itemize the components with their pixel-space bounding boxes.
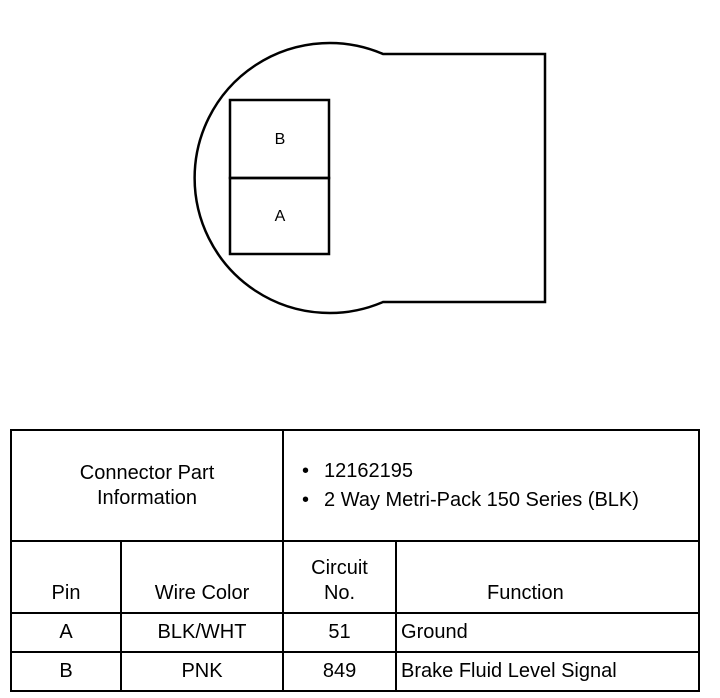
row-a-circuit: 51: [282, 612, 398, 653]
row-b-wire-color: PNK: [119, 651, 285, 692]
column-header-row: Pin Wire Color Circuit No. Function: [10, 540, 701, 614]
row-a-function: Ground: [395, 612, 701, 653]
part-info-label-line2: Information: [96, 486, 198, 509]
pin-label-a: A: [275, 208, 286, 225]
part-info-values: 12162195 2 Way Metri-Pack 150 Series (BL…: [282, 429, 701, 542]
header-pin: Pin: [10, 540, 122, 614]
header-circuit-line2: No.: [323, 582, 356, 604]
header-function: Function: [395, 540, 701, 614]
header-circuit-line1: Circuit: [311, 557, 368, 579]
part-info-row: Connector Part Information 12162195 2 Wa…: [9, 429, 701, 542]
row-b-function: Brake Fluid Level Signal: [395, 651, 701, 692]
row-a-wire-color: BLK/WHT: [119, 612, 285, 653]
part-number: 12162195: [302, 459, 688, 484]
row-b-circuit: 849: [282, 651, 398, 692]
pin-label-b: B: [275, 131, 286, 148]
table-row: A BLK/WHT 51 Ground: [10, 612, 701, 653]
header-circuit-no: Circuit No.: [282, 540, 398, 614]
table-row: B PNK 849 Brake Fluid Level Signal: [10, 651, 701, 692]
pin-cavity-a: [228, 176, 331, 256]
header-wire-color: Wire Color: [119, 540, 285, 614]
connector-body-outline: [193, 41, 547, 315]
connector-description: 2 Way Metri-Pack 150 Series (BLK): [302, 488, 688, 513]
part-info-label-line1: Connector Part: [79, 461, 215, 484]
row-a-pin: A: [10, 612, 122, 653]
connector-face-diagram: B A: [193, 41, 547, 315]
connector-info-table: Connector Part Information 12162195 2 Wa…: [9, 429, 701, 692]
part-info-label: Connector Part Information: [9, 429, 285, 542]
row-b-pin: B: [10, 651, 122, 692]
